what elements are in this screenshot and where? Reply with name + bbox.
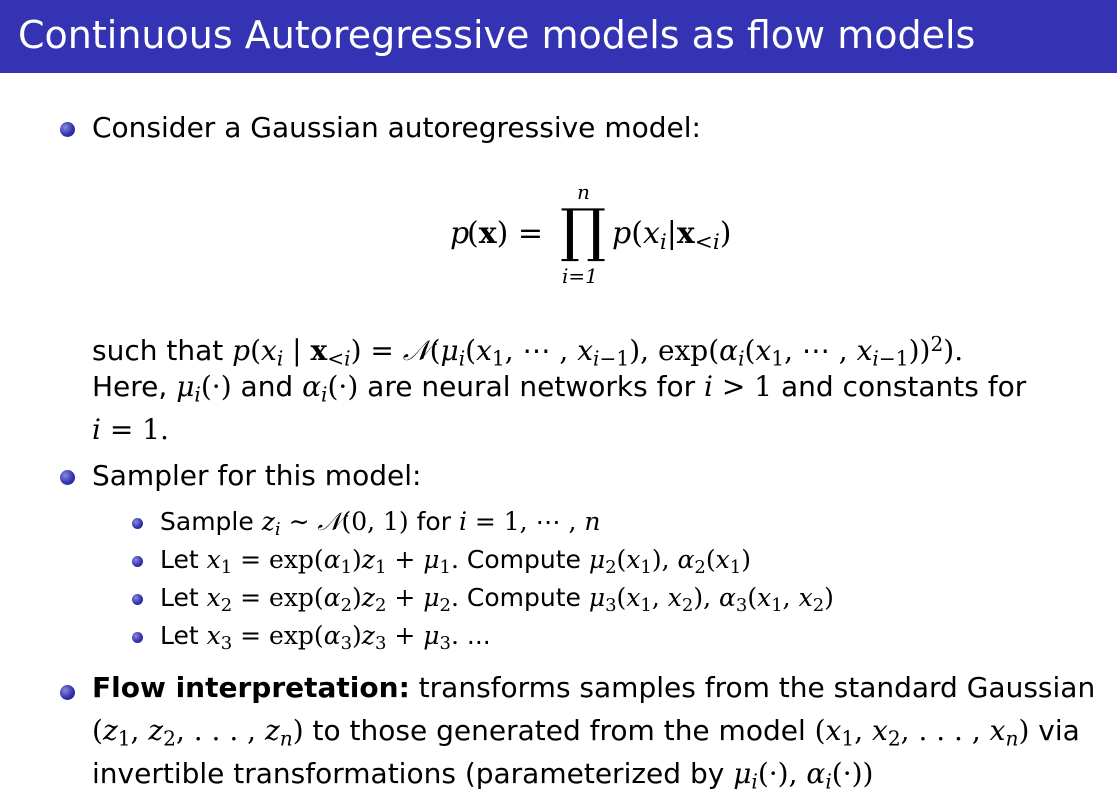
sub-bullet-icon: [132, 632, 143, 643]
let-step-3: Let x3 = exp(α3)z3 + μ3. ...: [160, 621, 491, 655]
sample-step: Sample zi ∼ 𝒩(0, 1) for i = 1, ⋯ , n: [160, 507, 601, 541]
bullet-icon: [60, 685, 75, 700]
bullet-3-line-3: invertible transformations (parameterize…: [92, 757, 874, 794]
such-that-line: such that p(xi | x<i) = 𝒩(μi(x1, ⋯ , xi−…: [92, 332, 964, 371]
bullet-icon: [60, 122, 75, 137]
let-step-2: Let x2 = exp(α2)z2 + μ2. Compute μ3(x1, …: [160, 583, 834, 617]
sub-bullet-icon: [132, 594, 143, 605]
bullet-icon: [60, 470, 75, 485]
eq-lower-limit: i=1: [562, 264, 598, 288]
here-line: Here, μi(·) and αi(·) are neural network…: [92, 370, 1027, 407]
bullet-1-text: Consider a Gaussian autoregressive model…: [92, 111, 701, 144]
let-step-1: Let x1 = exp(α1)z1 + μ1. Compute μ2(x1),…: [160, 545, 751, 579]
eq-upper-limit: n: [577, 180, 590, 204]
bullet-2-text: Sampler for this model:: [92, 459, 422, 492]
bullet-3-line-2: (z1, z2, . . . , zn) to those generated …: [92, 714, 1080, 751]
title-bar: Continuous Autoregressive models as flow…: [0, 0, 1117, 73]
slide-title: Continuous Autoregressive models as flow…: [18, 13, 976, 57]
display-equation: p(x) = n ∏ i=1 p(xi|x<i): [450, 180, 732, 288]
sub-bullet-icon: [132, 556, 143, 567]
bullet-3-line-1: Flow interpretation: transforms samples …: [92, 671, 1096, 704]
i-equals-one: i = 1.: [92, 413, 169, 446]
sub-bullet-icon: [132, 518, 143, 529]
